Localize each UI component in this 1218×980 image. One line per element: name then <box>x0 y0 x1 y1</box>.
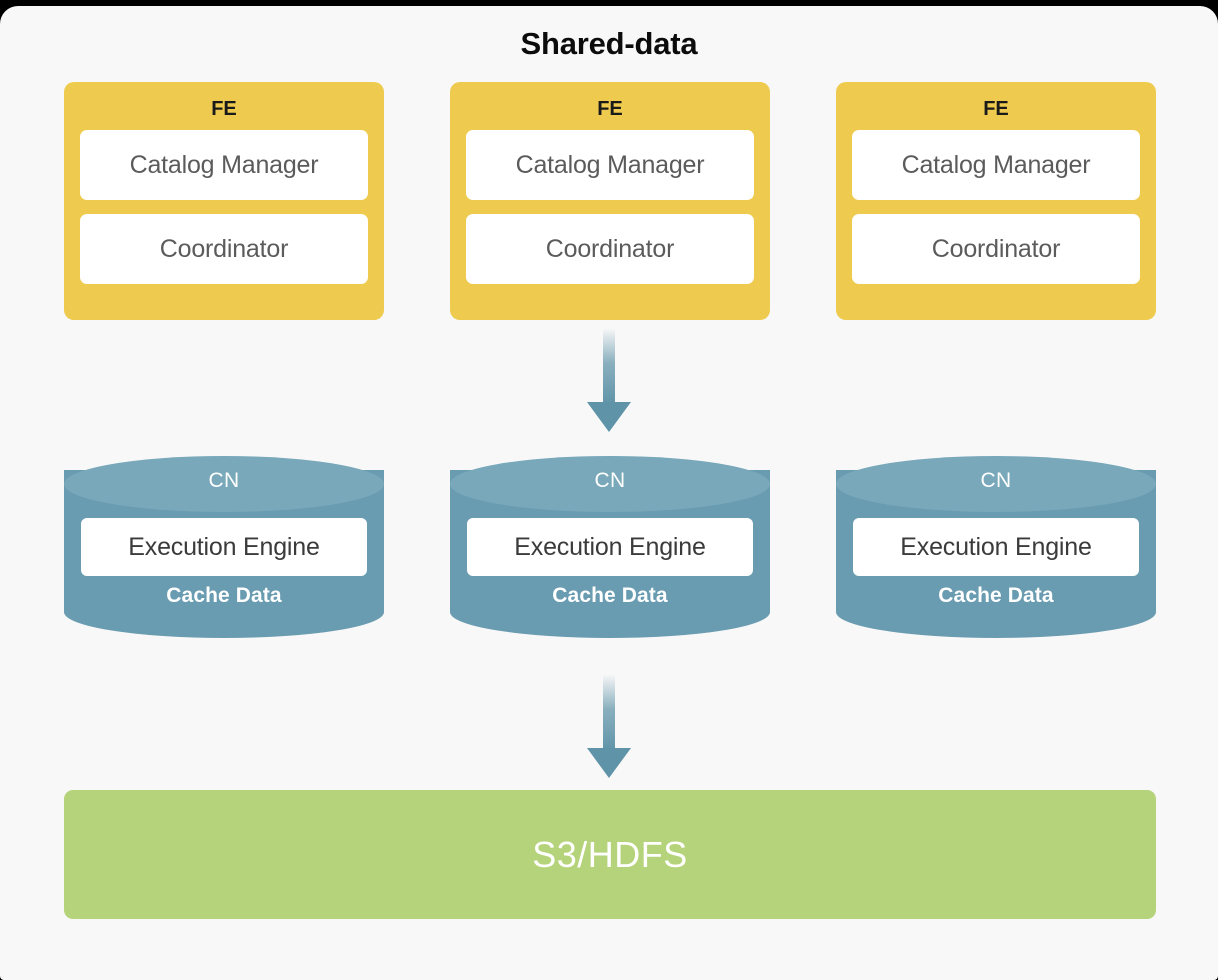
fe-node-3-label: FE <box>983 98 1009 120</box>
fe-node-1-coordinator[interactable]: Coordinator <box>80 214 368 284</box>
fe-node-1[interactable]: FE Catalog Manager Coordinator <box>64 82 384 320</box>
fe-node-3-coordinator[interactable]: Coordinator <box>852 214 1140 284</box>
cn-node-2-cache-data: Cache Data <box>552 584 668 607</box>
cn-node-2[interactable]: CN Execution Engine Cache Data <box>450 456 770 652</box>
arrow-down-icon-fe-to-cn <box>587 328 631 432</box>
cn-node-2-label: CN <box>594 469 626 492</box>
cn-node-1-cylinder-top <box>64 456 384 512</box>
storage-layer-s3-hdfs[interactable]: S3/HDFS <box>64 790 1156 919</box>
cn-node-row: CN Execution Engine Cache Data CN Execut… <box>64 456 1156 652</box>
fe-node-1-catalog-manager[interactable]: Catalog Manager <box>80 130 368 200</box>
cn-node-3-cylinder-top <box>836 456 1156 512</box>
cn-node-3-label: CN <box>980 469 1012 492</box>
page-title: Shared-data <box>520 26 698 61</box>
fe-node-2-catalog-manager[interactable]: Catalog Manager <box>466 130 754 200</box>
cn-node-1-execution-engine[interactable]: Execution Engine <box>81 518 367 576</box>
fe-node-3-catalog-manager[interactable]: Catalog Manager <box>852 130 1140 200</box>
cn-node-3-cache-data: Cache Data <box>938 584 1054 607</box>
cn-node-2-cylinder-top <box>450 456 770 512</box>
storage-layer-label: S3/HDFS <box>532 833 688 875</box>
cn-node-3[interactable]: CN Execution Engine Cache Data <box>836 456 1156 652</box>
cn-node-3-execution-engine[interactable]: Execution Engine <box>853 518 1139 576</box>
fe-node-3[interactable]: FE Catalog Manager Coordinator <box>836 82 1156 320</box>
fe-node-2[interactable]: FE Catalog Manager Coordinator <box>450 82 770 320</box>
fe-node-row: FE Catalog Manager Coordinator FE Catalo… <box>64 82 1156 320</box>
cn-node-1[interactable]: CN Execution Engine Cache Data <box>64 456 384 652</box>
cn-node-1-cache-data: Cache Data <box>166 584 282 607</box>
diagram-canvas: Shared-data FE Catalog Manager Coordinat… <box>0 6 1218 980</box>
cn-node-2-execution-engine[interactable]: Execution Engine <box>467 518 753 576</box>
fe-node-1-label: FE <box>211 98 237 120</box>
fe-node-2-coordinator[interactable]: Coordinator <box>466 214 754 284</box>
fe-node-2-label: FE <box>597 98 623 120</box>
cn-node-1-label: CN <box>208 469 240 492</box>
arrow-down-icon-cn-to-storage <box>587 674 631 778</box>
